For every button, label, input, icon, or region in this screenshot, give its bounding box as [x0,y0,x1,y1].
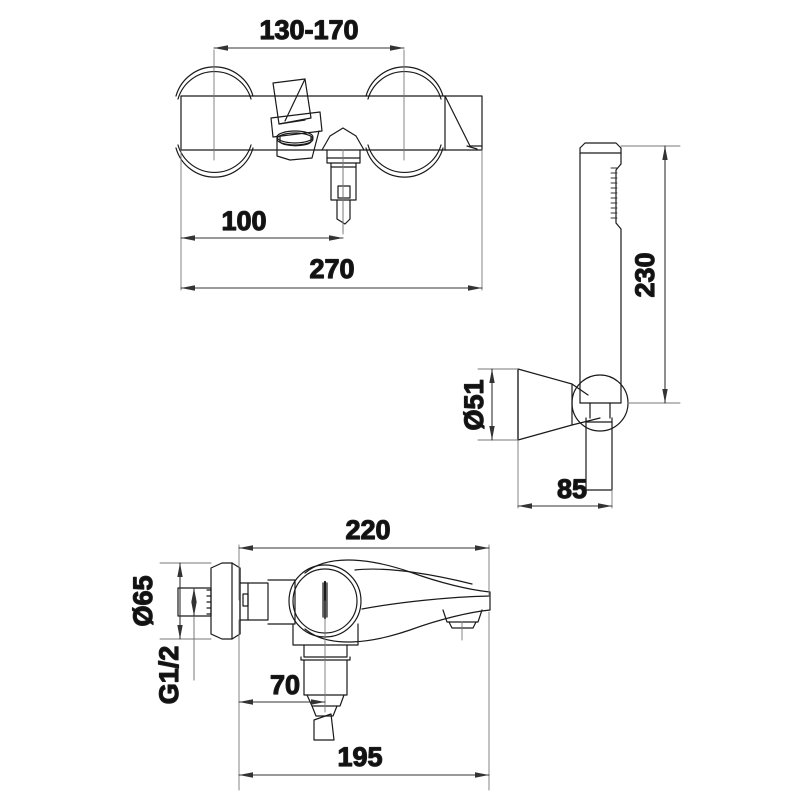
dim-centres-label: 130-170 [259,15,358,45]
dim-shower-length-label: 230 [630,252,660,297]
mixer-lever-handle [270,78,323,161]
dim-outlet-offset: 70 [238,669,326,705]
spout-aerator [442,609,483,629]
dim-bracket-projection-label: 85 [557,474,587,504]
dim-outlet-offset-label: 70 [270,670,300,700]
dim-flange-dia: Ø65 [127,562,183,640]
dim-overall-width: 270 [180,253,483,291]
plan-shower-outlet [292,623,359,717]
shower-view-centrelines [477,145,681,509]
mixer-body [180,95,483,151]
dim-thread: G1/2 [153,587,197,705]
dim-spout-reach: 195 [238,741,490,778]
wall-flange [210,562,241,640]
dim-overall-projection: 220 [238,514,490,551]
shower-grip-texture [610,167,618,219]
dim-spout-reach-label: 195 [337,742,382,772]
dim-shower-length: 230 [629,145,668,404]
dim-centres: 130-170 [213,14,405,51]
dim-spout-offset-label: 100 [221,206,266,236]
dim-bracket-dia: Ø51 [458,368,495,441]
dim-bracket-dia-label: Ø51 [459,379,489,430]
dim-overall-projection-label: 220 [345,515,390,545]
view-plan [159,544,491,791]
shower-outlet-nipple [321,127,365,225]
plan-body-stem [239,579,296,625]
spout-plan-outline [304,559,491,643]
left-inlet-flange [175,66,254,178]
front-view-centrelines [180,49,483,291]
shower-hose-stem [585,402,613,491]
view-hand-shower [477,142,681,509]
wall-bracket [517,368,601,441]
flow-restrictor-part [313,713,335,741]
dim-flange-dia-label: Ø65 [128,575,158,626]
right-inlet-flange [365,66,444,178]
dim-thread-label: G1/2 [154,646,184,705]
dim-overall-width-label: 270 [309,254,354,284]
dim-spout-offset: 100 [180,205,344,241]
view-front-elevation [175,49,483,291]
dim-bracket-projection: 85 [517,473,613,509]
hand-shower-body [579,142,622,404]
plan-view-centrelines [159,544,490,791]
